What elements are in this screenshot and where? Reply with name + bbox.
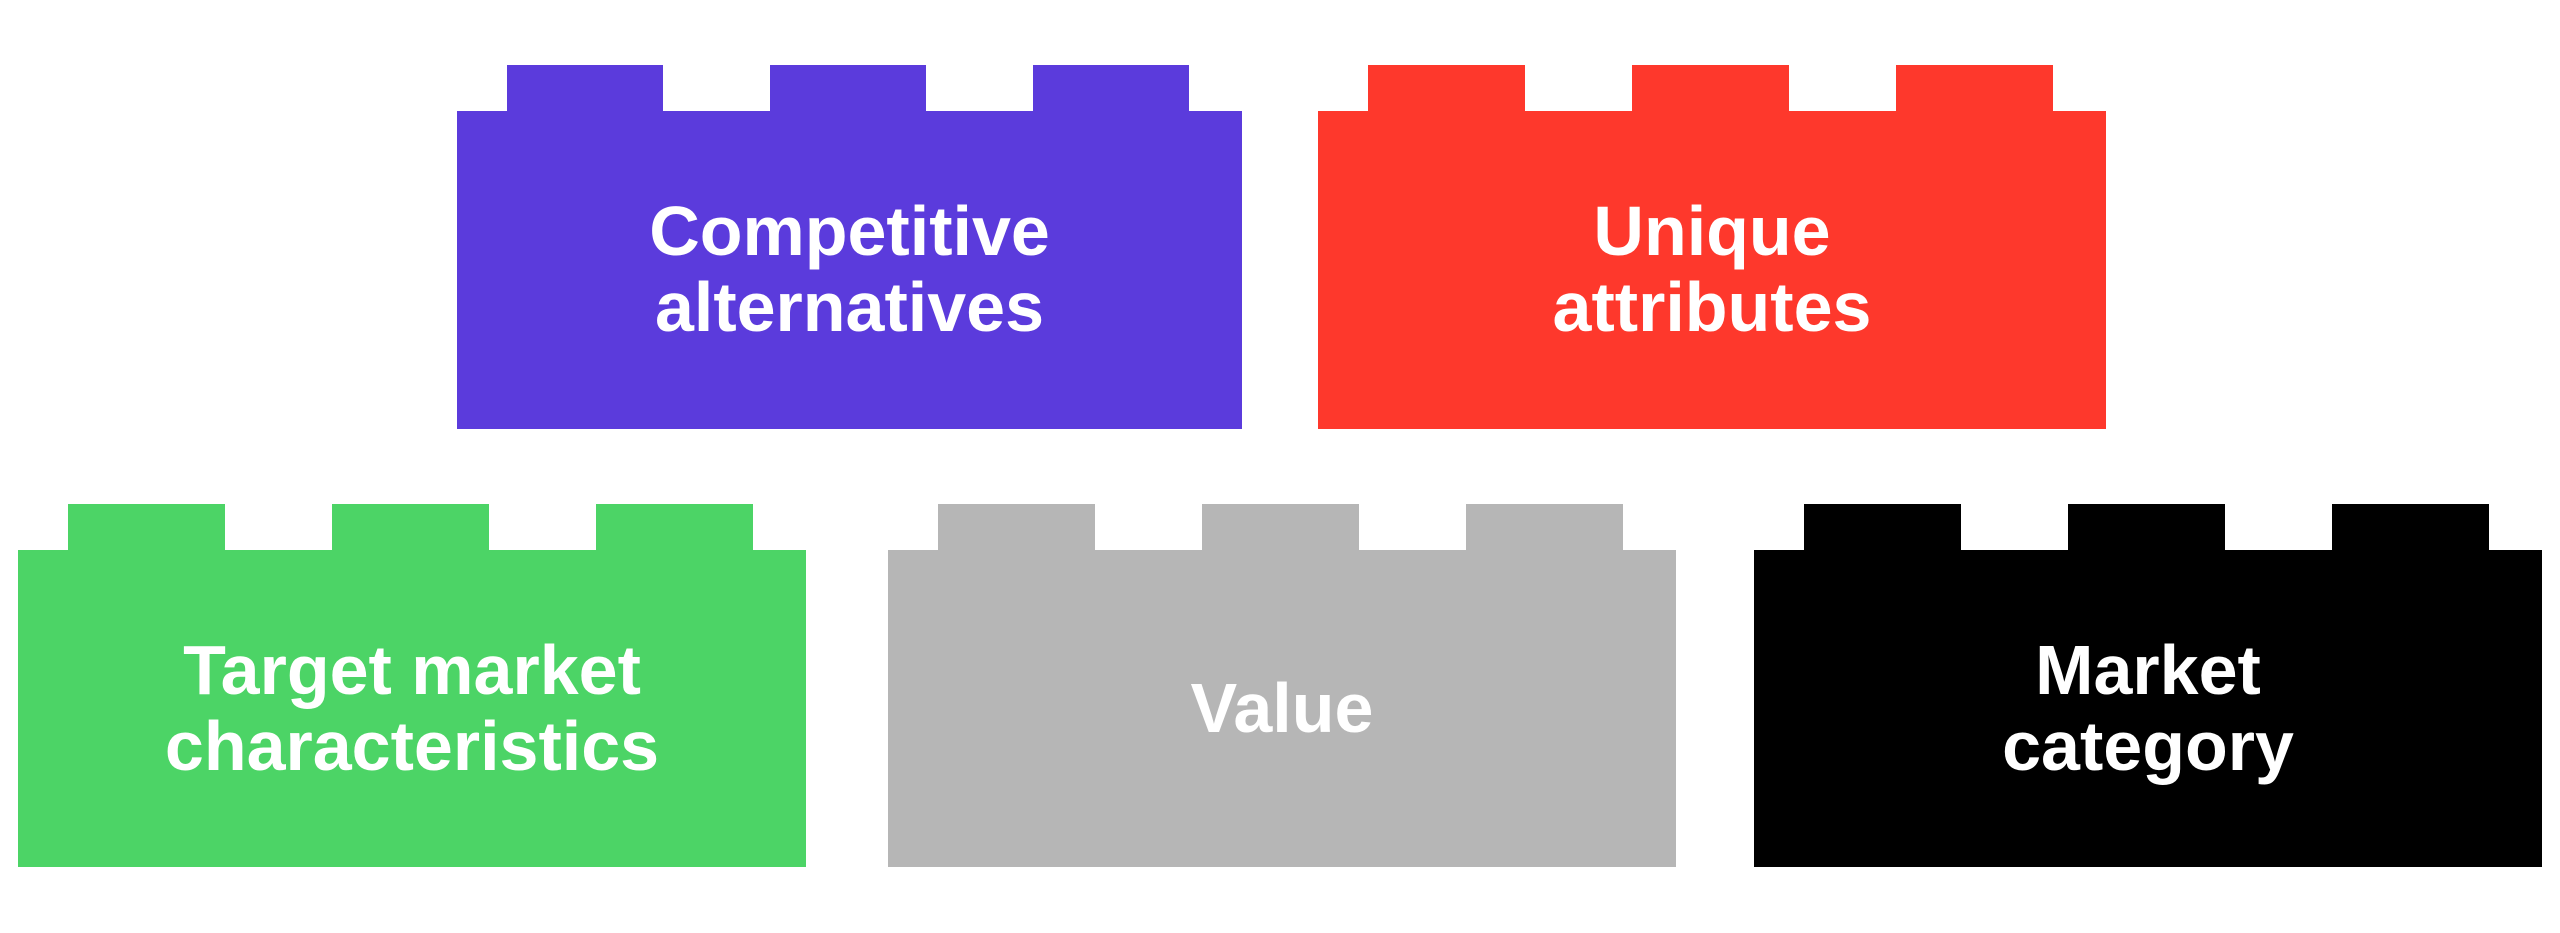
brick-stud (506, 65, 664, 113)
brick-stud (595, 504, 753, 552)
brick-stud (332, 504, 489, 552)
brick-market-category: Market category (1754, 504, 2542, 867)
brick-label-line: Unique (1593, 192, 1831, 271)
brick-stud (1368, 65, 1525, 113)
brick-competitive-alternatives: Competitive alternatives (457, 65, 1242, 429)
brick-label: Competitive alternatives (649, 194, 1050, 345)
brick-unique-attributes: Unique attributes (1318, 65, 2106, 429)
brick-label-line: alternatives (654, 268, 1045, 346)
brick-label-line: attributes (1552, 268, 1872, 346)
brick-label-line: category (2002, 706, 2294, 785)
brick-stud (1465, 504, 1623, 552)
brick-stud (2068, 504, 2225, 552)
brick-label: Target market characteristics (164, 630, 660, 785)
brick-stud (1202, 504, 1359, 552)
brick-stud (769, 65, 927, 113)
brick-label: Unique attributes (1553, 194, 1872, 345)
brick-stud (938, 504, 1095, 552)
brick-body: Unique attributes (1318, 111, 2106, 429)
brick-body: Market category (1754, 550, 2542, 867)
brick-label-line: Competitive (649, 192, 1050, 271)
brick-label: Value (1190, 668, 1374, 747)
brick-body: Competitive alternatives (457, 111, 1242, 429)
brick-stud (1632, 65, 1789, 113)
brick-stud (2331, 504, 2489, 552)
brick-target-market-characteristics: Target market characteristics (18, 504, 806, 867)
brick-label-line: Target market (183, 630, 641, 709)
brick-label-line: characteristics (164, 706, 660, 785)
brick-label-line: Value (1190, 668, 1374, 747)
brick-stud (1895, 65, 2053, 113)
brick-body: Target market characteristics (18, 550, 806, 867)
brick-stud (68, 504, 225, 552)
brick-label: Market category (2002, 630, 2294, 785)
brick-body: Value (888, 550, 1676, 867)
brick-stud (1032, 65, 1189, 113)
brick-stud (1804, 504, 1961, 552)
brick-label-line: Market (2035, 630, 2261, 709)
brick-value: Value (888, 504, 1676, 867)
